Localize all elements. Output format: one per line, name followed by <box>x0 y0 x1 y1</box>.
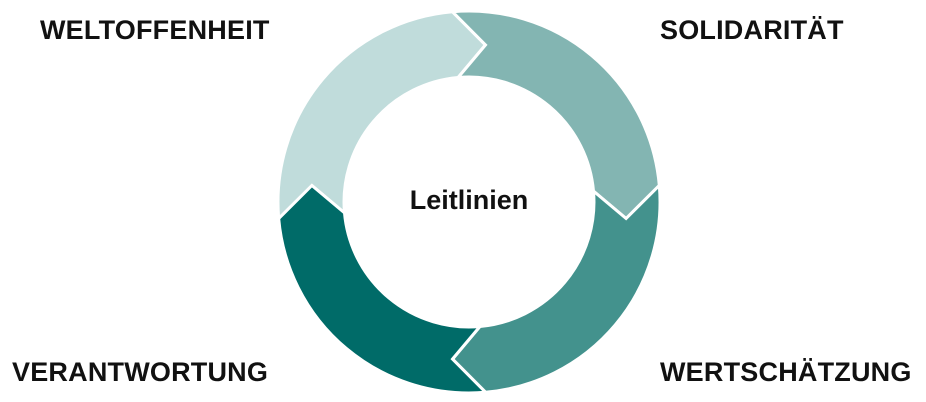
label-solidaritaet: SOLIDARITÄT <box>660 15 844 45</box>
label-wertschaetzung: WERTSCHÄTZUNG <box>660 357 912 387</box>
segment-wertschaetzung <box>450 182 662 394</box>
center-label: Leitlinien <box>409 185 529 215</box>
label-verantwortung: VERANTWORTUNG <box>12 357 269 387</box>
label-weltoffenheit: WELTOFFENHEIT <box>40 15 270 45</box>
segment-verantwortung <box>277 183 489 395</box>
